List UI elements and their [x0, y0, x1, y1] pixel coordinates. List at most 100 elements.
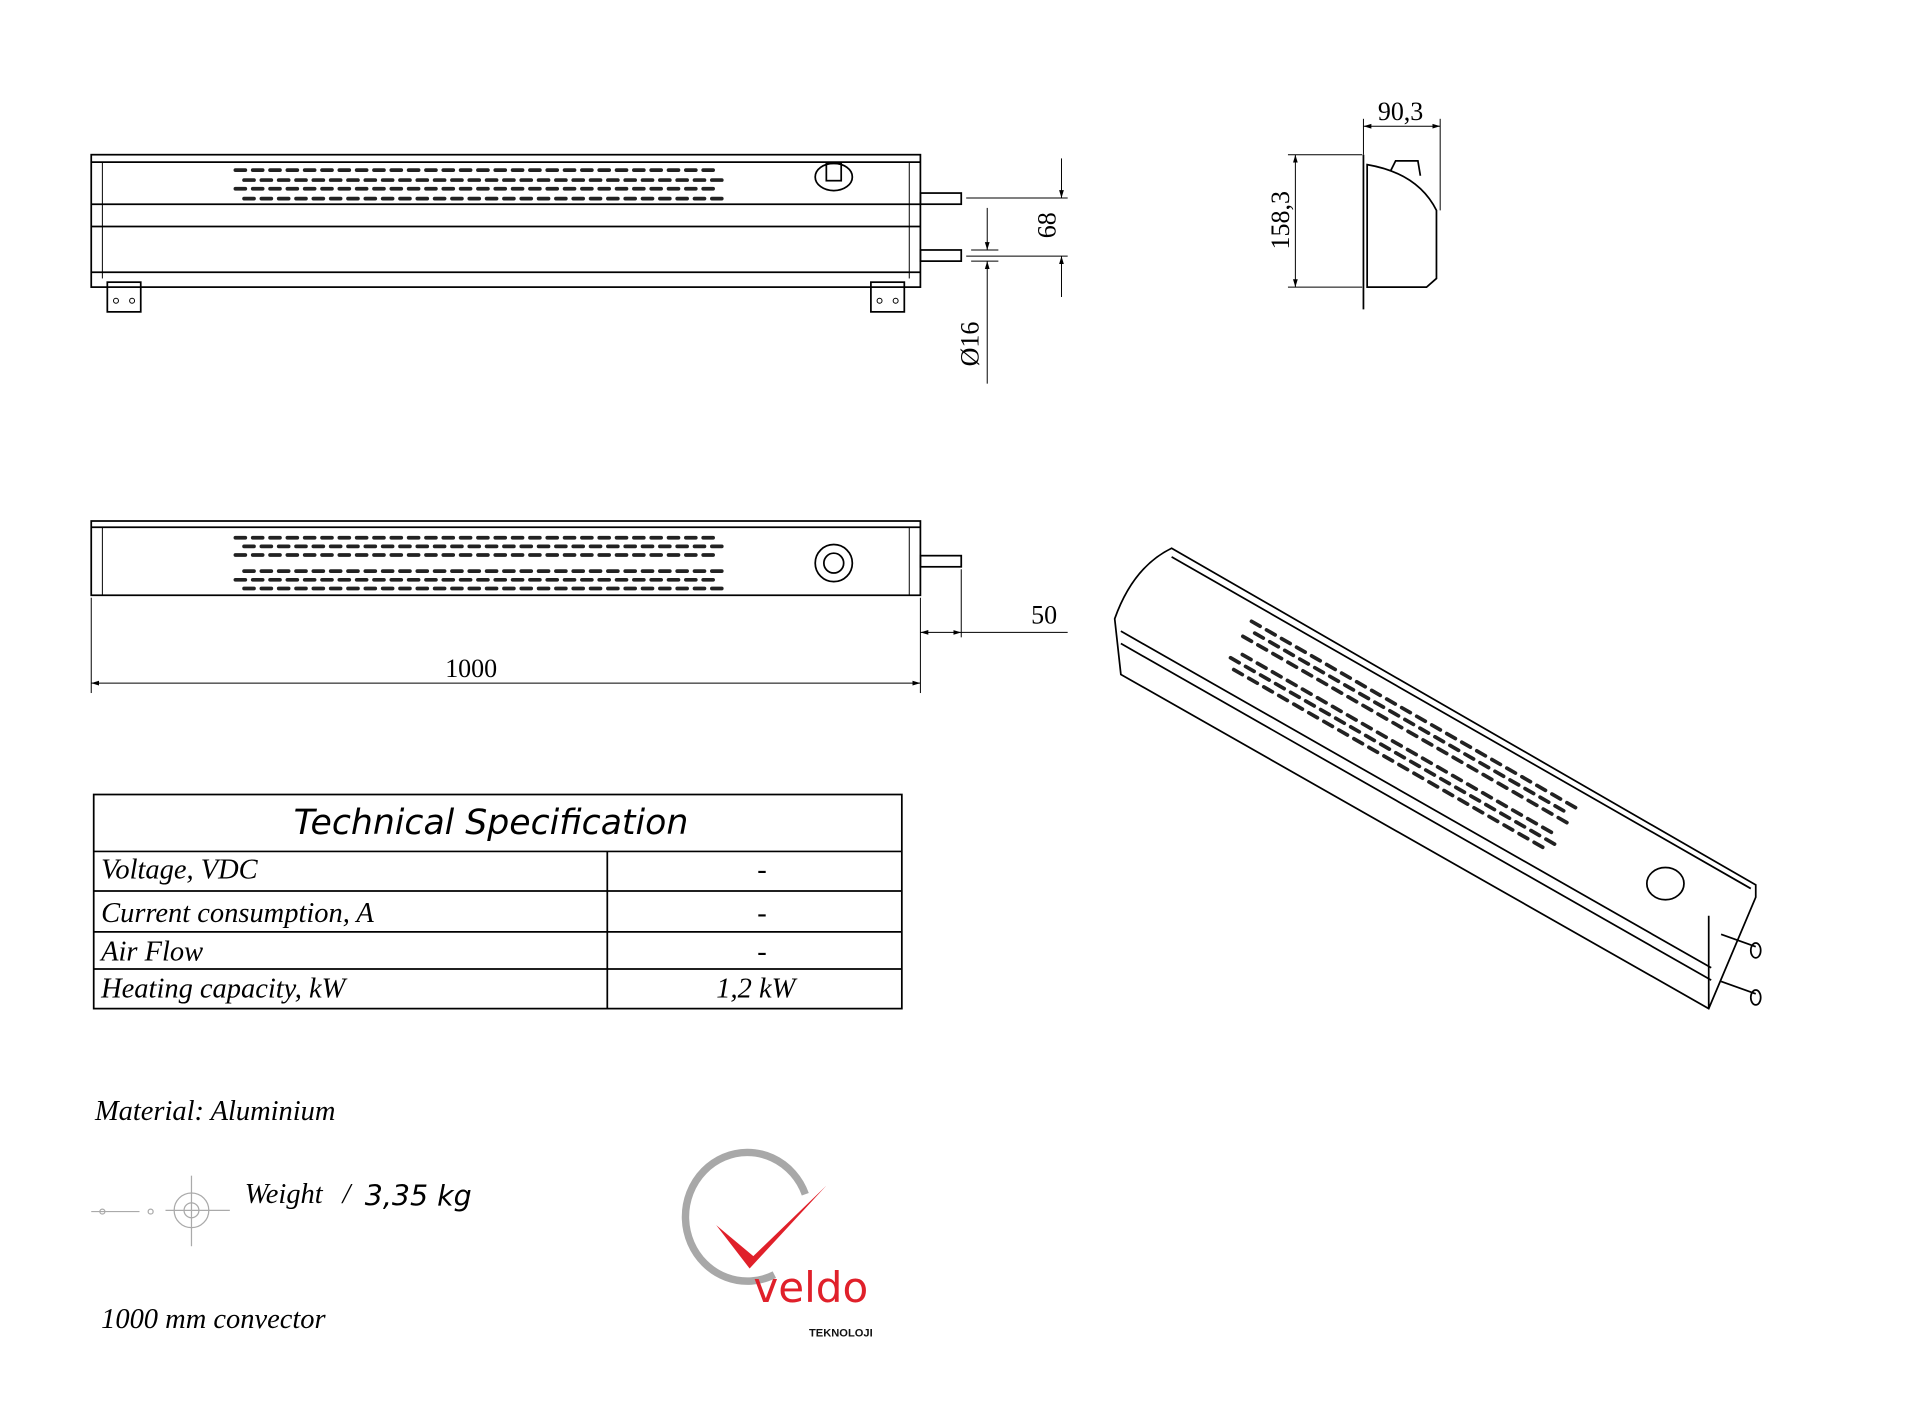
louver-slot: [372, 553, 386, 557]
louver-slot: [1388, 709, 1401, 718]
louver-slot: [441, 535, 456, 540]
louver-slot: [354, 535, 369, 540]
louver-slot: [597, 168, 612, 173]
louver-slot: [259, 586, 274, 591]
louver-slot: [242, 586, 256, 591]
louver-slot: [710, 544, 724, 549]
louver-slot: [1382, 754, 1395, 763]
louver-slot: [1405, 747, 1419, 757]
louver-slot: [571, 196, 586, 201]
louver-slot: [1261, 685, 1275, 694]
louver-slot: [467, 586, 482, 591]
weight-value: 3,35 kg: [365, 1179, 472, 1212]
louver-slot: [1321, 719, 1335, 729]
louver-slot: [614, 168, 629, 173]
louver-slot: [1243, 664, 1256, 674]
louver-slot: [1271, 651, 1284, 661]
louver-slot: [536, 196, 551, 201]
louver-slot: [1502, 823, 1515, 832]
louver-slot: [493, 168, 508, 173]
control-knob-icon: [1645, 866, 1685, 901]
louver-slot: [519, 544, 534, 549]
louver-slot: [294, 544, 308, 549]
louver-slot: [363, 544, 378, 549]
louver-slot: [632, 186, 646, 191]
louver-slot: [337, 577, 352, 582]
louver-slot: [1390, 739, 1403, 748]
louver-slot: [320, 168, 334, 173]
louver-slot: [562, 186, 577, 191]
louver-slot: [476, 168, 490, 173]
louver-slot: [666, 553, 681, 557]
logo-brand: veldo: [753, 1263, 868, 1312]
louver-slot: [493, 535, 508, 540]
louver-slots: [233, 535, 724, 591]
louver-slot: [372, 577, 386, 582]
veldo-logo: veldo TEKNOLOJI: [681, 1148, 873, 1340]
louver-slot: [363, 586, 378, 591]
louver-slot: [1375, 730, 1388, 740]
louver-slot: [1540, 825, 1554, 835]
louver-slot: [389, 577, 404, 582]
louver-slot: [502, 544, 516, 549]
louver-slot: [406, 577, 421, 582]
louver-slot: [1258, 673, 1272, 682]
louver-slot: [649, 186, 663, 191]
louver-slot: [1342, 683, 1356, 692]
louver-slot: [571, 586, 586, 591]
louver-slot: [1457, 797, 1470, 806]
louver-slot: [320, 553, 334, 557]
spec-label: Heating capacity, kW: [100, 973, 347, 1004]
louver-slot: [363, 569, 378, 573]
spec-label: Current consumption, A: [101, 898, 374, 929]
louver-slot: [432, 586, 447, 591]
louver-slot: [242, 178, 256, 182]
louver-slot: [1378, 742, 1392, 751]
louver-slot: [502, 569, 516, 573]
louver-slot: [597, 577, 612, 582]
louver-slot: [675, 586, 689, 591]
louver-slot: [285, 535, 300, 540]
louver-slot: [233, 577, 248, 582]
louver-slot: [1303, 699, 1317, 708]
louver-slot: [562, 577, 577, 582]
louver-slot: [1517, 831, 1530, 841]
louver-slot: [424, 553, 438, 557]
louver-slot: [398, 586, 412, 591]
louver-slot: [1324, 662, 1338, 672]
louver-slot: [311, 544, 326, 549]
svg-text:158,3: 158,3: [1266, 191, 1295, 249]
louver-slot: [1240, 652, 1253, 662]
louver-slot: [1408, 759, 1422, 769]
louver-slot: [1514, 820, 1527, 829]
louver-slot: [588, 569, 603, 573]
louver-slot: [1273, 681, 1287, 691]
louver-slot: [320, 535, 334, 540]
louver-slot: [302, 553, 317, 557]
louver-slot: [432, 544, 447, 549]
louver-slot: [328, 196, 343, 201]
side-view: 90,3 158,3: [1266, 97, 1441, 310]
louver-slot: [545, 553, 560, 557]
louver-slot: [1450, 773, 1464, 783]
spec-value: 1,2 kW: [716, 973, 797, 1004]
louver-slot: [658, 178, 672, 182]
pipe-connectors: [919, 192, 963, 262]
louver-slot: [337, 168, 352, 173]
louver-slot: [1264, 628, 1277, 637]
louver-slot: [250, 186, 265, 191]
louver-slot: [302, 577, 317, 582]
louver-slot: [597, 553, 612, 557]
louver-slot: [1397, 762, 1410, 772]
louver-slot: [406, 168, 421, 173]
louver-slot: [502, 196, 516, 201]
louver-slot: [640, 569, 655, 573]
spec-value: -: [757, 936, 766, 967]
louver-slot: [597, 186, 612, 191]
louver-slot: [441, 577, 456, 582]
louver-slot: [519, 178, 534, 182]
louver-slot: [450, 196, 464, 201]
louver-slot: [406, 553, 421, 557]
louver-slot: [1511, 789, 1524, 799]
louver-slot: [242, 196, 256, 201]
